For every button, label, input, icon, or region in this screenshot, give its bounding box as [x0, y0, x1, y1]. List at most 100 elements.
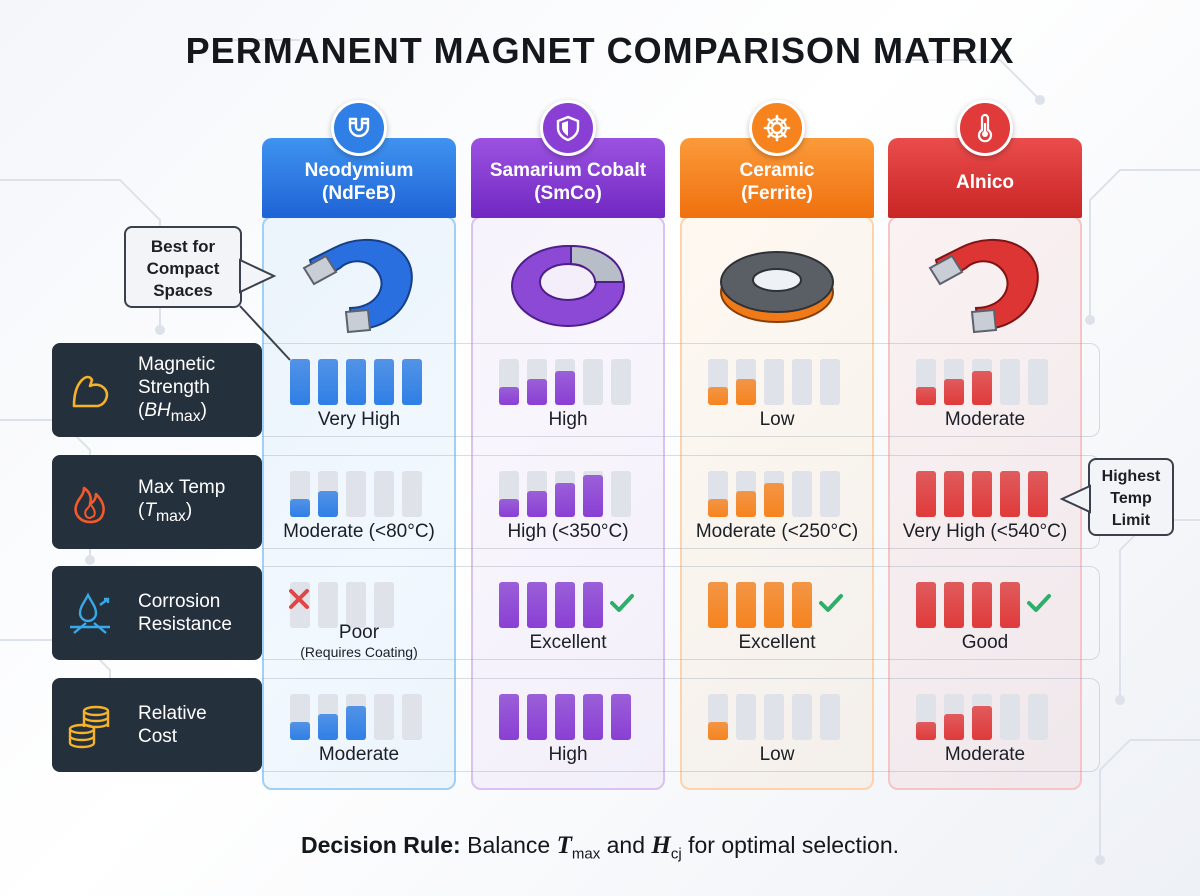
- level-bar-slot: [402, 471, 422, 517]
- level-bar-slot: [374, 582, 394, 628]
- level-bar-fill: [736, 582, 756, 628]
- matrix-cell: Moderate: [888, 343, 1082, 437]
- row-label-max-temp: Max Temp (Tmax): [52, 455, 262, 549]
- level-bar-fill: [583, 694, 603, 740]
- row-label-corrosion: Corrosion Resistance: [52, 566, 262, 660]
- level-bar-fill: [499, 694, 519, 740]
- checkmark-icon: [819, 594, 843, 612]
- flame-icon: [74, 486, 105, 524]
- cell-value: Very High: [317, 409, 401, 430]
- level-bar-fill: [374, 359, 394, 405]
- level-bar-fill: [499, 582, 519, 628]
- matrix-cell: Very High (<540°C): [888, 455, 1082, 549]
- cell-note: (Requires Coating): [300, 644, 418, 660]
- level-bar-slot: [318, 582, 338, 628]
- matrix-cell: Excellent: [471, 566, 665, 660]
- level-bar-fill: [916, 582, 936, 628]
- cell-value: Moderate: [944, 744, 1026, 765]
- level-bar-slot: [764, 359, 784, 405]
- level-bar-slot: [374, 471, 394, 517]
- level-bar-fill: [290, 722, 310, 740]
- cross-icon: [289, 589, 309, 609]
- cell-value: High: [548, 409, 588, 430]
- level-bar-fill: [318, 359, 338, 405]
- matrix-cell: High (<350°C): [471, 455, 665, 549]
- level-bar-fill: [555, 371, 575, 405]
- level-bar-fill: [346, 359, 366, 405]
- level-bar-fill: [708, 722, 728, 740]
- page-title: PERMANENT MAGNET COMPARISON MATRIX: [185, 30, 1015, 71]
- level-bar-fill: [972, 471, 992, 517]
- level-bar-fill: [708, 499, 728, 517]
- magnet-icon: [331, 100, 387, 156]
- water-drop-icon: [70, 592, 110, 634]
- level-bar-slot: [611, 359, 631, 405]
- row-label-line2: Cost: [138, 726, 178, 747]
- callout-pointer-compact: [239, 258, 291, 361]
- level-bar-slot: [346, 582, 366, 628]
- level-bar-slot: [1000, 694, 1020, 740]
- level-bar-fill: [708, 582, 728, 628]
- level-bar-fill: [916, 387, 936, 405]
- cell-value: High (<350°C): [507, 521, 629, 542]
- coin-stack-icon: [68, 705, 110, 749]
- level-bar-slot: [820, 359, 840, 405]
- row-label-line1: Relative: [138, 703, 207, 724]
- level-bar-fill: [764, 582, 784, 628]
- matrix-cell: Excellent: [680, 566, 874, 660]
- level-bar-fill: [555, 694, 575, 740]
- level-bars: [708, 576, 858, 628]
- column-formula: (NdFeB): [322, 183, 396, 204]
- level-bar-slot: [792, 359, 812, 405]
- level-bar-slot: [820, 694, 840, 740]
- cell-value: Poor: [338, 622, 380, 643]
- row-label-line2: Strength: [138, 376, 210, 398]
- matrix-cell: Moderate (<80°C): [262, 455, 456, 549]
- row-label-subscript: max: [155, 507, 186, 525]
- matrix-cell: High: [471, 678, 665, 772]
- matrix-cell: Low: [680, 343, 874, 437]
- cell-value: Moderate: [318, 744, 400, 765]
- level-bar-fill: [318, 714, 338, 740]
- level-bar-fill: [527, 582, 547, 628]
- row-strip-corrosion: [262, 566, 1100, 660]
- level-bar-fill: [555, 582, 575, 628]
- level-bar-fill: [972, 706, 992, 740]
- level-bars: [499, 576, 649, 628]
- level-bar-slot: [792, 471, 812, 517]
- level-bar-fill: [527, 379, 547, 405]
- row-label-line1: Max Temp: [138, 477, 226, 499]
- level-bar-fill: [611, 694, 631, 740]
- cell-value: Moderate (<80°C): [283, 521, 435, 542]
- level-bar-fill: [972, 582, 992, 628]
- level-bars: [708, 465, 858, 517]
- level-bar-fill: [290, 359, 310, 405]
- callout-highest-temp: Highest Temp Limit: [1088, 458, 1174, 536]
- column-formula: (Ferrite): [741, 183, 813, 204]
- row-label-symbol: BH: [144, 399, 171, 421]
- level-bar-slot: [1000, 359, 1020, 405]
- horseshoe-magnet-purple: [511, 244, 625, 327]
- row-label-line1: Magnetic: [138, 353, 216, 375]
- level-bar-slot: [736, 694, 756, 740]
- horseshoe-magnet-blue: [302, 238, 413, 334]
- checkmark-icon: [1027, 594, 1051, 612]
- matrix-cell: Moderate: [888, 678, 1082, 772]
- matrix-cell: Moderate (<250°C): [680, 455, 874, 549]
- row-label-symbol: T: [144, 500, 156, 522]
- matrix-cell: Poor(Requires Coating): [262, 566, 456, 660]
- flexed-arm-icon: [72, 375, 109, 408]
- level-bar-fill: [708, 387, 728, 405]
- callout-compact-spaces: Best for Compact Spaces: [124, 226, 242, 308]
- cell-value: High: [548, 744, 588, 765]
- column-name: Ceramic: [739, 160, 815, 181]
- cell-value: Moderate: [944, 409, 1026, 430]
- level-bars: [499, 353, 649, 405]
- level-bar-fill: [944, 582, 964, 628]
- matrix-cell: Good: [888, 566, 1082, 660]
- level-bar-fill: [972, 371, 992, 405]
- row-label-cost: Relative Cost: [52, 678, 262, 772]
- matrix-cell: Low: [680, 678, 874, 772]
- level-bars: [290, 353, 440, 405]
- level-bar-fill: [944, 379, 964, 405]
